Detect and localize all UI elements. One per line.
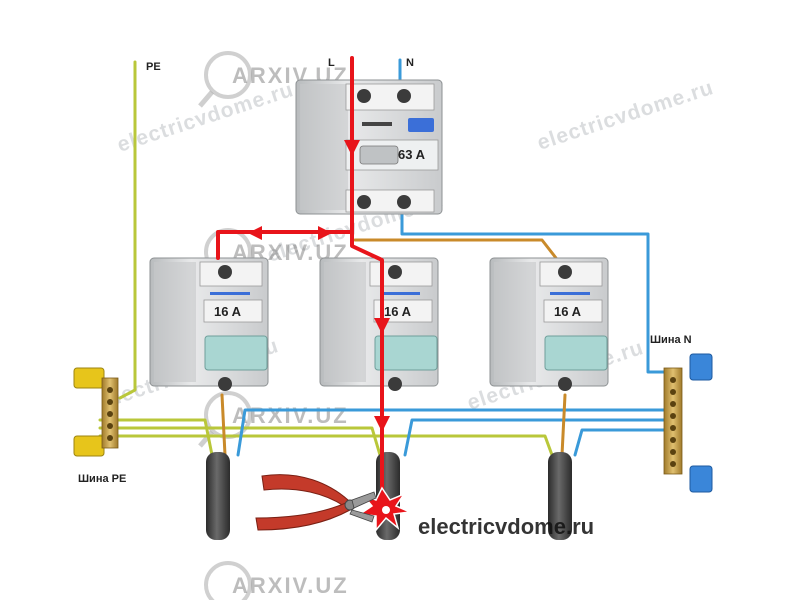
phase-wire-bridge	[353, 238, 558, 260]
breaker-3-handle	[544, 335, 608, 371]
current-path-breaker-2	[350, 230, 384, 507]
rcd-top-terminal-l	[357, 89, 371, 103]
cable-1	[206, 452, 230, 540]
label-l: L	[328, 57, 335, 69]
breaker-1-rating: 16 A	[214, 304, 242, 319]
pe-bus	[73, 367, 119, 457]
n-bus	[663, 353, 713, 493]
rcd-bottom-terminal-l	[357, 195, 371, 209]
phase-wire-out-3	[560, 393, 567, 457]
arrow-right	[318, 226, 332, 240]
pe-bus-insulator-bottom	[73, 435, 105, 457]
breaker-1: 16 A	[149, 257, 269, 391]
phase-wire-out-1	[220, 393, 227, 457]
labels: PE L N Шина PE Шина N	[78, 57, 692, 485]
watermark-site-bottom: electricvdome.ru	[418, 514, 594, 539]
pe-wire-3	[98, 434, 554, 457]
n-bus-insulator-top	[689, 353, 713, 381]
label-n: N	[406, 57, 414, 69]
arxiv-watermark-3: ARXIV.UZ	[232, 403, 349, 428]
arxiv-logo-3: ARXIV.UZ	[198, 391, 349, 448]
label-bus-n: Шина N	[650, 334, 692, 346]
arxiv-watermark-4: ARXIV.UZ	[232, 573, 349, 598]
pe-wire-2	[98, 426, 382, 457]
arrow-down-3	[374, 416, 390, 432]
cable-3	[548, 452, 572, 540]
rcd-test-button	[408, 118, 434, 132]
watermark-site-2: electricvdome.ru	[534, 76, 716, 155]
breaker-2-rating: 16 A	[384, 304, 412, 319]
pliers-icon	[255, 474, 377, 531]
n-bus-insulator-bottom	[689, 465, 713, 493]
n-bus-bar	[663, 367, 683, 475]
arrow-left	[248, 226, 262, 240]
breaker-3: 16 A	[489, 257, 609, 391]
rcd-top-terminal-n	[397, 89, 411, 103]
pe-wire-main	[118, 60, 137, 400]
label-bus-pe: Шина PE	[78, 473, 126, 485]
n-wire-1	[236, 408, 672, 457]
breaker-1-handle	[204, 335, 268, 371]
rcd-rating: 63 A	[398, 147, 426, 162]
rcd-device: 63 A	[295, 79, 443, 215]
rcd-bottom-terminal-n	[397, 195, 411, 209]
n-wire-3	[573, 428, 672, 457]
pe-wire-1	[98, 418, 214, 457]
pe-bus-insulator-top	[73, 367, 105, 389]
n-wire-2	[403, 418, 672, 457]
watermark-site-1: electricvdome.ru	[114, 78, 296, 157]
rcd-handle	[359, 145, 399, 165]
label-pe: PE	[146, 61, 161, 73]
fault-current-path	[216, 56, 390, 507]
wires	[98, 58, 672, 457]
arxiv-logo-4: ARXIV.UZ	[204, 561, 349, 605]
arrow-down-2	[374, 318, 390, 334]
breaker-3-rating: 16 A	[554, 304, 582, 319]
n-wire-bus	[400, 210, 667, 374]
arrow-down-1	[344, 140, 360, 156]
breaker-2-handle	[374, 335, 438, 371]
